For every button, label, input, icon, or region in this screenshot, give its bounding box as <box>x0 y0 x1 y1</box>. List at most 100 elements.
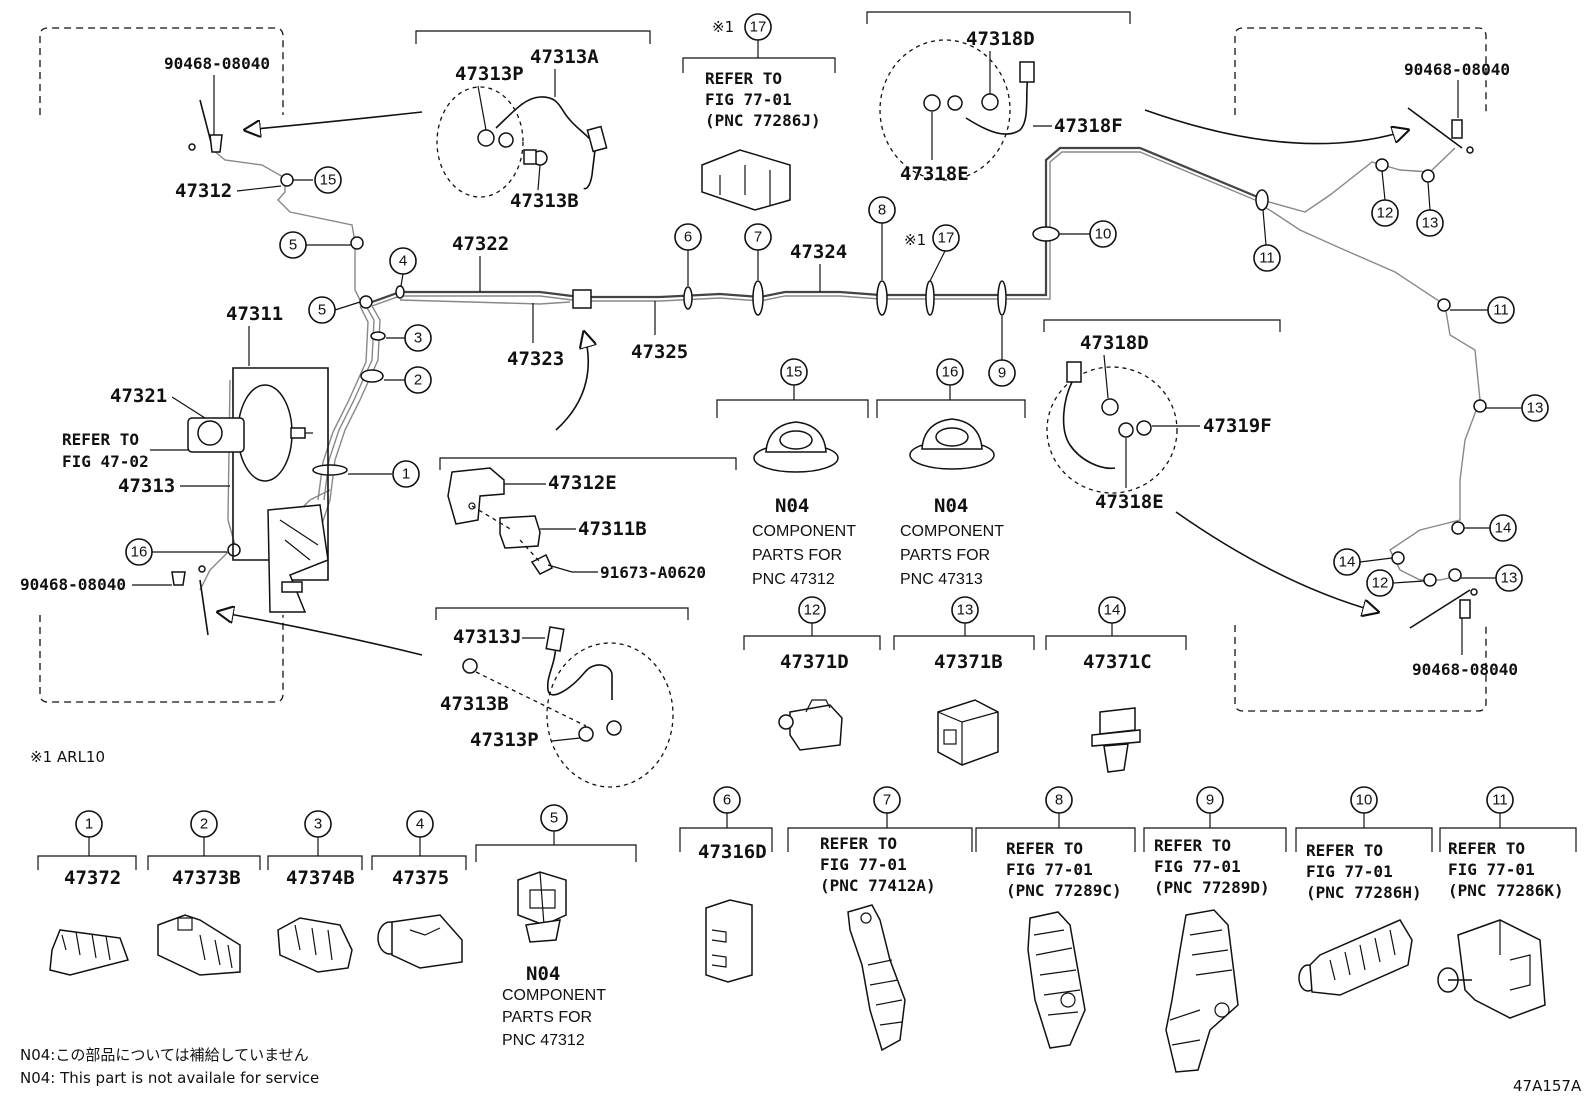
grommet-16-code: N04 <box>934 495 968 517</box>
clamp-11: 11 REFER TO FIG 77-01 (PNC 77286K) <box>1437 786 1577 1019</box>
callout-15: 15 <box>320 172 337 189</box>
line-clamps <box>227 158 1487 587</box>
label-90468-08040-rr: 90468-08040 <box>1412 660 1518 679</box>
callout-6: 6 <box>684 229 692 246</box>
inset-ref-17: ※1 17 REFER TO FIG 77-01 (PNC 77286J) <box>682 13 836 211</box>
brake-line-47322-47324 <box>371 146 1261 307</box>
clamp-6: 6 47316D <box>679 786 773 983</box>
clamp-10-line3: (PNC 77286H) <box>1306 883 1422 902</box>
grommet-16-callout: 16 <box>942 364 959 381</box>
clamp-6-part: 47316D <box>698 841 767 863</box>
clamp-14-callout: 14 <box>1104 602 1121 619</box>
ref17-line1: REFER TO <box>705 69 782 88</box>
grommet-15-line3: PNC 47312 <box>752 571 835 588</box>
grommet-16: 16 N04 COMPONENT PARTS FOR PNC 47313 <box>876 358 1026 588</box>
clamp-12-part: 47371D <box>780 651 849 673</box>
inset-bracket: 47312E 47311B 91673-A0620 <box>439 457 737 582</box>
clamp-4: 4 47375 <box>371 810 467 969</box>
label-47313J: 47313J <box>453 626 522 648</box>
label-47318F: 47318F <box>1054 115 1123 137</box>
clamp-11-callout: 11 <box>1492 792 1508 809</box>
clamp-7-line3: (PNC 77412A) <box>820 876 936 895</box>
grommet-16-line1: COMPONENT <box>900 523 1004 540</box>
clamp-8-line1: REFER TO <box>1006 839 1083 858</box>
label-47318D-fr: 47318D <box>966 28 1035 50</box>
clamp-5-callout: 5 <box>550 810 558 827</box>
callout-9: 9 <box>998 365 1006 382</box>
callout-13-a: 13 <box>1422 215 1439 232</box>
clamp-13-part: 47371B <box>934 651 1003 673</box>
clamp-12-callout: 12 <box>804 602 821 619</box>
clamp-5: 5 N04 COMPONENT PARTS FOR PNC 47312 <box>475 804 637 1049</box>
callout-3: 3 <box>414 330 422 347</box>
label-47313P-fl: 47313P <box>455 63 524 85</box>
clamp-7: 7 REFER TO FIG 77-01 (PNC 77412A) <box>787 786 973 1052</box>
note-n04-japanese: N04:この部品については補給していません <box>20 1046 309 1064</box>
label-47323: 47323 <box>507 348 564 370</box>
clamp-8-line2: FIG 77-01 <box>1006 860 1093 879</box>
clamp-7-callout: 7 <box>883 792 891 809</box>
main-labels: 90468-08040 47312 47311 47321 REFER TO F… <box>20 54 1518 679</box>
label-47318D-mr: 47318D <box>1080 332 1149 354</box>
grommet-16-line2: PARTS FOR <box>900 547 990 564</box>
label-47324: 47324 <box>790 241 847 263</box>
callout-13-c: 13 <box>1501 570 1518 587</box>
clamp-9-line2: FIG 77-01 <box>1154 857 1241 876</box>
callout-12-a: 12 <box>1377 205 1394 222</box>
callout-5-a: 5 <box>289 237 297 254</box>
notes: ※1 ARL10 N04:この部品については補給していません N04: This… <box>20 748 1582 1095</box>
callout-13-b: 13 <box>1527 400 1544 417</box>
callout-5-b: 5 <box>318 302 326 319</box>
label-47312: 47312 <box>175 180 232 202</box>
clamp-5-line3: PNC 47312 <box>502 1032 585 1049</box>
inset-hose-front-left: 47313P 47313A 47313B <box>415 30 651 212</box>
clamp-4-callout: 4 <box>416 816 424 833</box>
clamp-7-line1: REFER TO <box>820 834 897 853</box>
callout-11-a: 11 <box>1259 250 1275 267</box>
grommet-16-line3: PNC 47313 <box>900 571 983 588</box>
flex-hose-rear-left <box>171 565 209 636</box>
clamp-1-callout: 1 <box>85 816 93 833</box>
clamp-5-line1: COMPONENT <box>502 987 606 1004</box>
callout-17-b: 17 <box>750 19 767 36</box>
label-47313B-rl: 47313B <box>440 693 509 715</box>
ref17-line2: FIG 77-01 <box>705 90 792 109</box>
clamp-1: 1 47372 <box>37 810 137 976</box>
clamp-10-line1: REFER TO <box>1306 841 1383 860</box>
grommet-15-code: N04 <box>775 495 809 517</box>
ref17-line3: (PNC 77286J) <box>705 111 821 130</box>
wheel-area-rear-right <box>1234 625 1487 712</box>
callout-17-a: 17 <box>938 230 955 247</box>
wheel-area-rear-left <box>39 615 284 703</box>
callout-1: 1 <box>402 466 410 483</box>
clamp-3: 3 47374B <box>267 810 363 973</box>
callout-2: 2 <box>414 372 422 389</box>
wheel-area-front-right <box>1234 27 1487 115</box>
clamp-2-part: 47373B <box>172 867 241 889</box>
brake-line-47323-47325 <box>399 299 571 305</box>
label-47322: 47322 <box>452 233 509 255</box>
note-variant-arl10: ※1 ARL10 <box>30 748 105 766</box>
label-47311: 47311 <box>226 303 283 325</box>
label-47312E: 47312E <box>548 472 617 494</box>
clamp-9-line1: REFER TO <box>1154 836 1231 855</box>
label-47311B: 47311B <box>578 518 647 540</box>
label-47313B-fl: 47313B <box>510 190 579 212</box>
clamp-14-part: 47371C <box>1083 651 1152 673</box>
diagram-id: 47A157A <box>1513 1077 1582 1095</box>
label-91673-A0620: 91673-A0620 <box>600 563 706 582</box>
clamp-8-line3: (PNC 77289C) <box>1006 881 1122 900</box>
label-47325: 47325 <box>631 341 688 363</box>
grommet-15-callout: 15 <box>786 364 803 381</box>
grommet-15-line1: COMPONENT <box>752 523 856 540</box>
label-refer-to: REFER TO <box>62 430 139 449</box>
clamp-10-callout: 10 <box>1356 792 1373 809</box>
brake-lines-master-cylinder <box>199 305 381 591</box>
callout-14-b: 14 <box>1339 554 1356 571</box>
callout-10: 10 <box>1095 226 1112 243</box>
variant-mark-17-a: ※1 <box>904 231 926 249</box>
flex-hose-rear-right <box>1409 588 1478 629</box>
label-47318E-mr: 47318E <box>1095 491 1164 513</box>
label-90468-08040-fr: 90468-08040 <box>1404 60 1510 79</box>
